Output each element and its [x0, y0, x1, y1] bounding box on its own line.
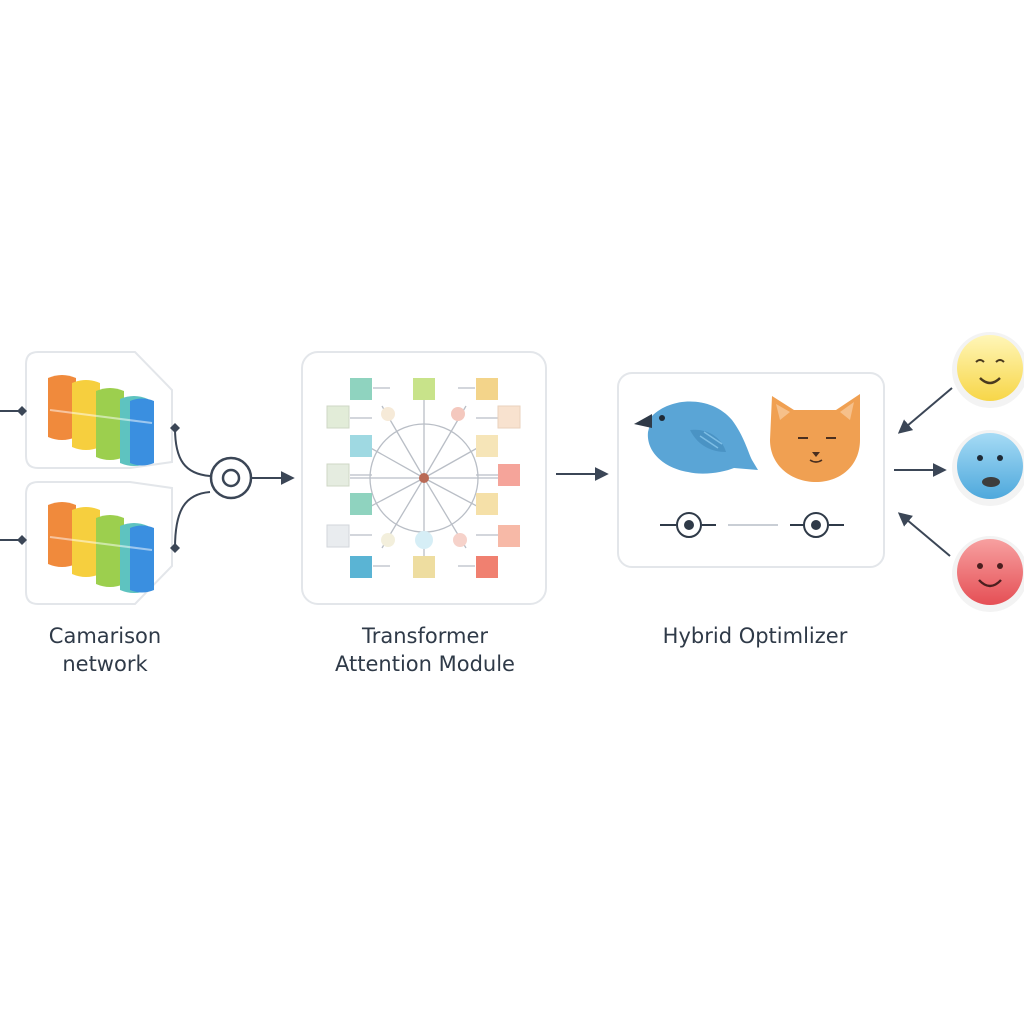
optimizer-node-icon	[660, 512, 716, 538]
siamese-label-line-2: network	[62, 652, 148, 676]
transformer-label-line-1: Transformer	[361, 624, 488, 648]
hybrid-optimizer-panel	[617, 372, 885, 568]
input-connector-top	[0, 406, 27, 416]
target-node-icon	[209, 456, 253, 500]
bird-icon	[634, 401, 758, 474]
cat-icon	[770, 394, 860, 482]
face-icon	[952, 430, 1024, 506]
merge-connectors	[174, 427, 211, 549]
hybrid-optimizer-label: Hybrid Optimlizer	[620, 622, 890, 650]
smile-face-icon	[952, 536, 1024, 612]
smile-face-icon	[952, 332, 1024, 408]
hybrid-label-line-1: Hybrid Optimlizer	[662, 624, 848, 648]
arrow-from-yellow-face	[897, 387, 953, 434]
transformer-panel	[301, 351, 547, 605]
transformer-label-line-2: Attention Module	[335, 652, 515, 676]
siamese-panel-bottom	[25, 481, 173, 605]
bar-stack-icon	[48, 375, 154, 466]
input-connector-bottom	[0, 535, 27, 545]
siamese-network-label: Camarison network	[20, 622, 190, 678]
connector-diamond	[170, 423, 180, 433]
transformer-module-label: Transformer Attention Module	[300, 622, 550, 678]
optimizer-node-icon	[790, 512, 844, 538]
arrow-from-red-face	[897, 512, 951, 557]
connector-diamond	[170, 543, 180, 553]
siamese-panel-top	[25, 351, 173, 469]
siamese-label-line-1: Camarison	[48, 624, 162, 648]
bar-stack-icon	[48, 502, 154, 593]
